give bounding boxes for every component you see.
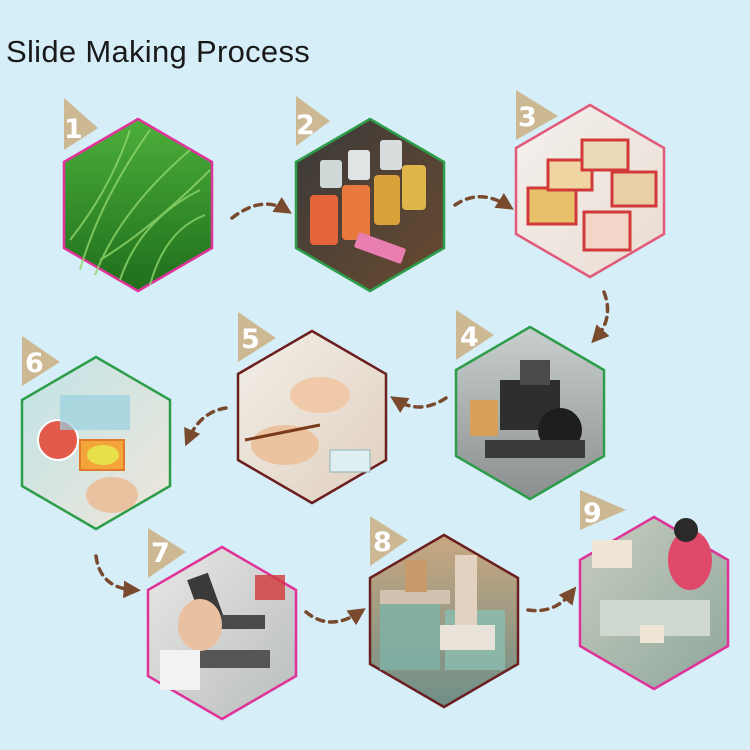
arrow-1-to-2 (230, 197, 292, 220)
step-7-badge: 7 (148, 528, 186, 578)
microtome-machine (470, 360, 585, 458)
step-7: 7 (146, 528, 298, 721)
connector-arrows (94, 192, 610, 626)
step-3-badge: 3 (516, 90, 558, 140)
step-3-number: 3 (518, 102, 537, 133)
arrow-5-to-6 (184, 406, 228, 447)
microscope-work (160, 572, 285, 690)
step-1: 1 (62, 98, 214, 293)
step-4-number: 4 (460, 322, 479, 353)
step-2-number: 2 (296, 110, 315, 141)
step-5-badge: 5 (238, 312, 276, 362)
step-5-number: 5 (241, 324, 260, 355)
step-8-badge: 8 (370, 516, 408, 566)
sample-boxes (526, 138, 658, 252)
step-2: 2 (294, 96, 446, 293)
step-9-badge: 9 (580, 490, 626, 530)
packing-station (592, 518, 712, 643)
arrow-8-to-9 (526, 586, 577, 613)
step-5-hexagon (236, 329, 388, 505)
step-6-badge: 6 (22, 336, 60, 386)
step-6: 6 (20, 336, 172, 531)
step-7-number: 7 (151, 538, 170, 569)
page-title: Slide Making Process (6, 34, 311, 69)
arrow-2-to-3 (453, 192, 514, 210)
step-1-hexagon (62, 117, 214, 293)
step-4-badge: 4 (456, 310, 494, 360)
step-6-number: 6 (25, 348, 44, 379)
step-8-number: 8 (373, 527, 392, 558)
staining-dishes (37, 395, 138, 513)
step-2-badge: 2 (296, 96, 330, 146)
hands-sectioning (244, 377, 371, 473)
arrow-6-to-7 (94, 554, 141, 599)
arrow-7-to-8 (304, 608, 366, 626)
arrow-4-to-5 (390, 396, 448, 413)
step-1-number: 1 (64, 114, 83, 145)
step-8: 8 (368, 516, 520, 709)
step-9: 9 (578, 490, 730, 691)
step-4: 4 (454, 310, 606, 501)
grass-blades (69, 129, 211, 286)
step-9-number: 9 (583, 498, 602, 529)
step-3: 3 (514, 90, 666, 279)
arrow-3-to-4 (591, 290, 610, 344)
step-5: 5 (236, 312, 388, 505)
glass-slide-stacks (380, 555, 505, 670)
step-7-hexagon (146, 545, 298, 721)
step-1-badge: 1 (64, 98, 98, 150)
specimen-jars (310, 140, 426, 264)
